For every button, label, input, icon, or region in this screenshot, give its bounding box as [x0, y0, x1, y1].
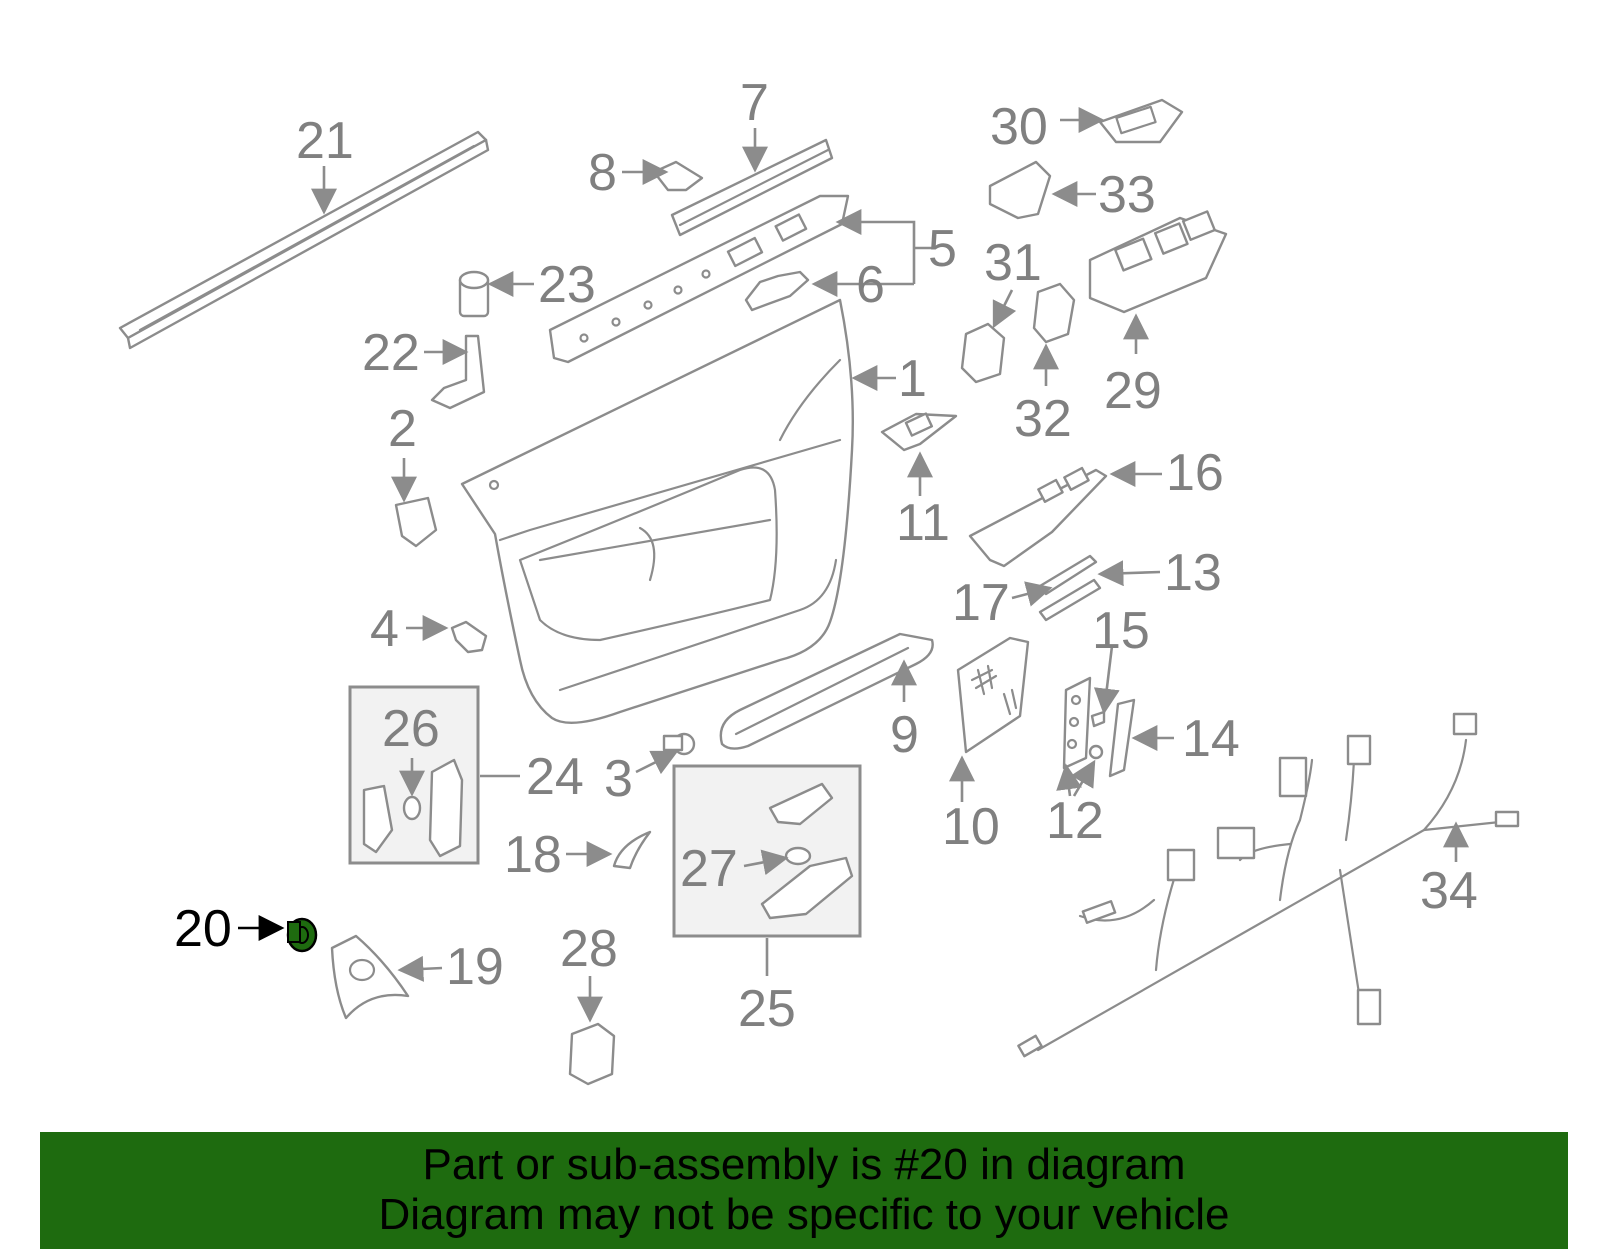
leader-lines: [238, 107, 1469, 1023]
part-30-switch-cap[interactable]: [1098, 98, 1184, 144]
callout-30[interactable]: 30: [990, 98, 1048, 156]
callout-17[interactable]: 17: [952, 574, 1010, 632]
banner-line-1: Part or sub-assembly is #20 in diagram: [422, 1140, 1186, 1189]
callout-13[interactable]: 13: [1164, 544, 1222, 602]
part-5-upper-trim[interactable]: [548, 194, 850, 364]
callout-33[interactable]: 33: [1098, 166, 1156, 224]
part-4-pin[interactable]: [450, 620, 488, 654]
part-2-clip[interactable]: [394, 496, 438, 548]
callout-18[interactable]: 18: [504, 826, 562, 884]
callout-9[interactable]: 9: [890, 706, 919, 764]
callout-19[interactable]: 19: [446, 938, 504, 996]
callout-23[interactable]: 23: [538, 256, 596, 314]
callout-25[interactable]: 25: [738, 980, 796, 1038]
part-34-wiring-harness[interactable]: [1017, 712, 1520, 1058]
callout-14[interactable]: 14: [1182, 710, 1240, 768]
part-10-grille[interactable]: [956, 636, 1030, 754]
callout-20-highlighted[interactable]: 20: [174, 900, 232, 958]
part-21-weatherstrip[interactable]: [118, 130, 490, 350]
part-8-clip[interactable]: [652, 160, 704, 192]
part-11-switch[interactable]: [880, 412, 958, 452]
part-22-bracket[interactable]: [430, 334, 486, 410]
part-3-screw[interactable]: [662, 732, 696, 756]
callout-12[interactable]: 12: [1046, 792, 1104, 850]
callout-7[interactable]: 7: [740, 74, 769, 132]
part-28-bracket[interactable]: [568, 1022, 616, 1086]
part-33-switch[interactable]: [988, 160, 1052, 220]
callout-6[interactable]: 6: [856, 256, 885, 314]
part-23-handle-cup[interactable]: [458, 270, 490, 318]
part-12-15-14-assembly[interactable]: [1062, 676, 1136, 778]
callout-22[interactable]: 22: [362, 324, 420, 382]
callout-10[interactable]: 10: [942, 798, 1000, 856]
callout-4[interactable]: 4: [370, 600, 399, 658]
banner-line-2: Diagram may not be specific to your vehi…: [378, 1190, 1230, 1239]
part-9-armrest[interactable]: [719, 632, 934, 750]
callout-1[interactable]: 1: [898, 350, 927, 408]
part-31-switch[interactable]: [960, 322, 1006, 384]
callout-2[interactable]: 2: [388, 400, 417, 458]
part-19-cover[interactable]: [330, 934, 410, 1020]
part-7-trim-strip[interactable]: [670, 138, 834, 237]
callout-5[interactable]: 5: [928, 220, 957, 278]
callout-29[interactable]: 29: [1104, 362, 1162, 420]
part-6-bracket[interactable]: [744, 270, 810, 312]
callout-24[interactable]: 24: [526, 748, 584, 806]
callout-labels: 21 7 8 5 6 23 22 2 4 3 1 9 11 10 12 13 1…: [174, 74, 1478, 1038]
callout-28[interactable]: 28: [560, 920, 618, 978]
callout-11[interactable]: 11: [896, 494, 950, 552]
part-18-cap[interactable]: [612, 830, 652, 870]
callout-3[interactable]: 3: [604, 750, 633, 808]
callout-15[interactable]: 15: [1092, 602, 1150, 660]
callout-21[interactable]: 21: [296, 112, 354, 170]
callout-32[interactable]: 32: [1014, 390, 1072, 448]
callout-8[interactable]: 8: [588, 144, 617, 202]
callout-34[interactable]: 34: [1420, 862, 1478, 920]
parts-diagram: 21 7 8 5 6 23 22 2 4 3 1 9 11 10 12 13 1…: [118, 74, 1520, 1086]
info-banner: Part or sub-assembly is #20 in diagram D…: [40, 1132, 1568, 1249]
part-13-strip[interactable]: [1038, 578, 1102, 622]
part-1-door-panel[interactable]: [460, 298, 854, 724]
callout-27[interactable]: 27: [680, 840, 738, 898]
callout-26[interactable]: 26: [382, 700, 440, 758]
part-29-switch-module[interactable]: [1088, 210, 1228, 314]
part-20-highlighted[interactable]: [286, 917, 318, 953]
part-16-switch-bezel[interactable]: [968, 466, 1108, 568]
callout-31[interactable]: 31: [984, 234, 1042, 292]
callout-16[interactable]: 16: [1166, 444, 1224, 502]
part-32-switch[interactable]: [1032, 282, 1076, 344]
